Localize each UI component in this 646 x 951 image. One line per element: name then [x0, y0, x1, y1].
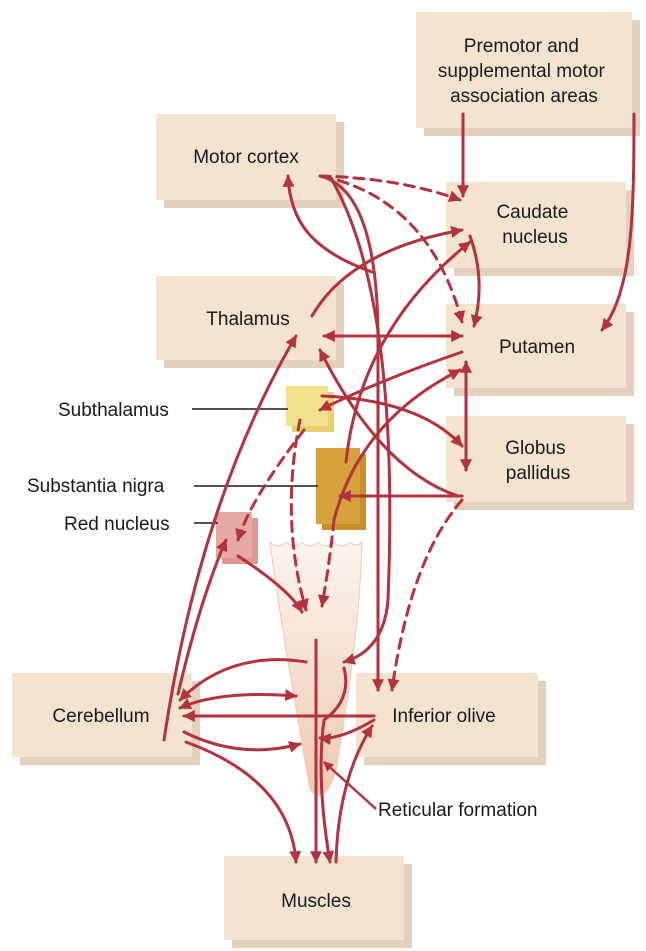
- motor-cortex-label: Motor cortex: [193, 147, 299, 168]
- arrow-subthalamus-brainstem-dashed: [235, 428, 306, 542]
- arrow-globus-olive-dashed: [387, 498, 464, 692]
- arrow-subthalamus-globus: [320, 394, 464, 448]
- arrow-caudate-putamen: [468, 234, 483, 328]
- thalamus-label: Thalamus: [206, 309, 289, 330]
- putamen-box: Putamen: [446, 304, 634, 396]
- red-nucleus-label: Red nucleus: [64, 514, 170, 535]
- caudate-label: Caudate nucleus: [496, 202, 573, 248]
- subthalamus-label: Subthalamus: [58, 400, 169, 421]
- premotor-label: Premotor and supplemental motor associat…: [438, 36, 610, 107]
- globus-pallidus-box: Globus pallidus: [446, 416, 634, 510]
- arrow-red-nucleus-brainstem: [236, 554, 304, 614]
- arrow-thalamus-brainstem-dashed: [289, 418, 309, 612]
- arrow-cortex-caudate-dashed: [318, 174, 462, 202]
- globus-pallidus-label: Globus pallidus: [505, 438, 570, 484]
- cerebellum-box: Cerebellum: [12, 673, 200, 765]
- reticular-formation-pointer: [323, 761, 377, 810]
- arrow-cerebellum-red: [176, 538, 228, 696]
- arrow-thalamus-cortex: [282, 174, 374, 274]
- inferior-olive-box: Inferior olive: [356, 673, 546, 765]
- arrow-nigra-putamen: [332, 368, 462, 522]
- caudate-box: Caudate nucleus: [446, 182, 634, 276]
- subthalamus-nucleus: [286, 386, 334, 432]
- arrow-brainstem-muscles-right: [319, 666, 348, 864]
- arrow-cortex-brainstem: [330, 178, 392, 665]
- arrow-cerebellum-thalamus: [162, 334, 298, 742]
- arrow-thalamus-caudate: [310, 225, 464, 318]
- arrow-muscles-olive: [334, 724, 374, 864]
- arrow-globus-thalamus: [318, 348, 460, 498]
- muscles-box: Muscles: [224, 856, 412, 948]
- arrow-brainstem-cerebellum-2: [178, 689, 298, 710]
- arrow-putamen-subthalamus: [318, 350, 464, 412]
- substantia-nigra-label: Substantia nigra: [27, 476, 165, 497]
- putamen-label: Putamen: [499, 337, 575, 358]
- premotor-box: Premotor and supplemental motor associat…: [416, 12, 640, 136]
- arrow-nigra-caudate: [344, 240, 472, 464]
- arrow-olive-brainstem: [318, 718, 376, 746]
- arrow-cortex-putamen-dashed: [320, 174, 466, 324]
- motor-cortex-box: Motor cortex: [156, 114, 344, 208]
- arrow-premotor-putamen: [600, 112, 636, 332]
- arrow-cerebellum-muscles: [184, 740, 302, 864]
- arrow-cerebellum-brainstem-low: [182, 730, 302, 753]
- reticular-formation-label: Reticular formation: [378, 800, 537, 821]
- inferior-olive-label: Inferior olive: [392, 706, 496, 727]
- pathway-arrows: [162, 112, 636, 864]
- muscles-label: Muscles: [281, 891, 351, 912]
- arrow-nigra-brainstem-dashed: [317, 518, 336, 608]
- cerebellum-label: Cerebellum: [52, 706, 149, 727]
- thalamus-box: Thalamus: [156, 276, 344, 368]
